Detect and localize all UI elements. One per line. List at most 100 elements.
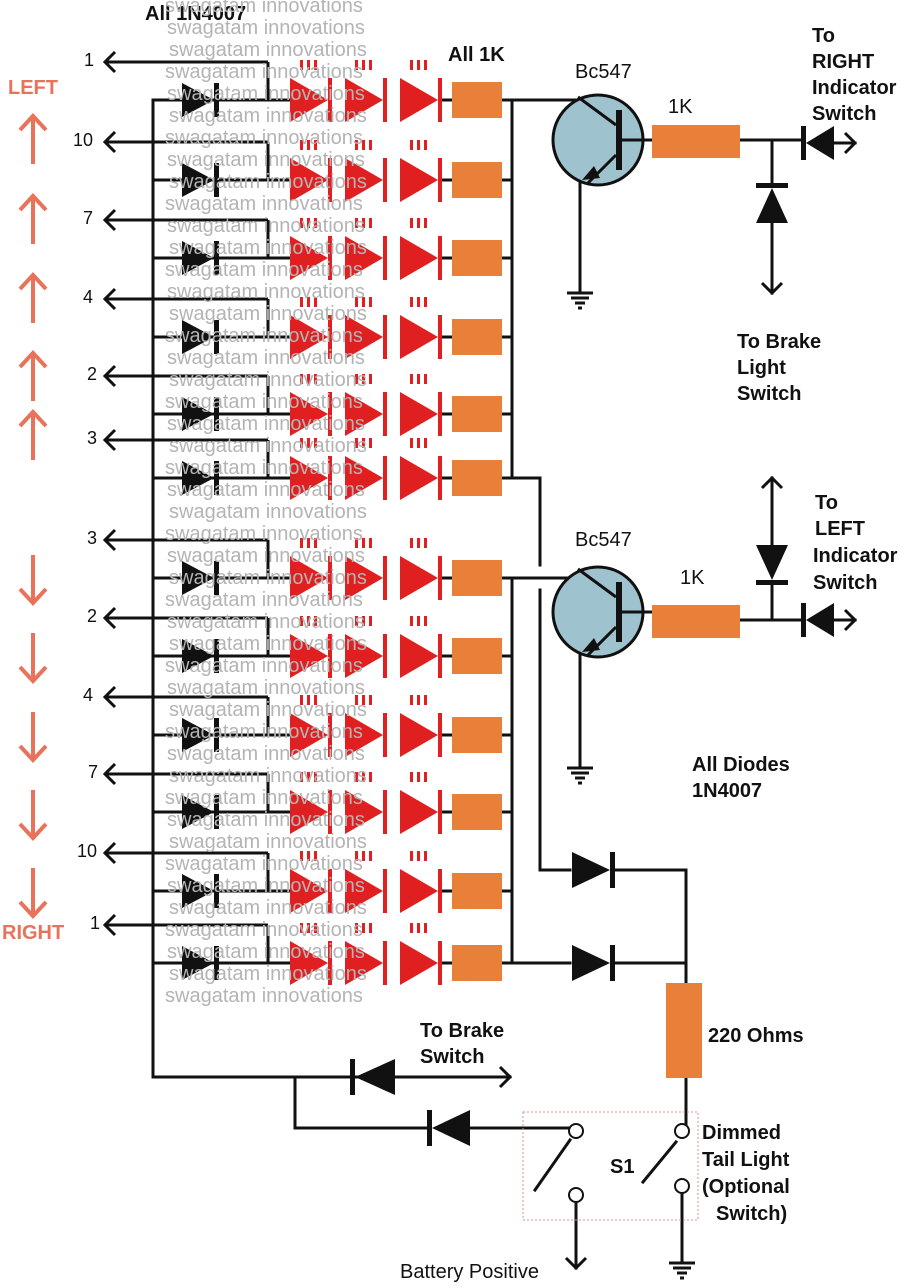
label-to-left-4: Switch — [813, 572, 878, 594]
led-2-ray-0 — [355, 695, 358, 705]
row-number-4: 4 — [83, 287, 94, 307]
led-2 — [345, 392, 383, 436]
row-output-arrow — [102, 364, 117, 388]
down-arrow-head — [18, 900, 48, 919]
led-1 — [290, 158, 328, 202]
led-2-ray-1 — [362, 616, 365, 626]
label-bc547-bottom: Bc547 — [575, 529, 632, 551]
led-3-ray-0 — [410, 438, 413, 448]
led-3-ray-1 — [417, 438, 420, 448]
led-row-4 — [102, 287, 512, 359]
row-diode — [182, 241, 214, 275]
led-2-ray-1 — [362, 438, 365, 448]
row-output-arrow — [102, 606, 117, 630]
switch-brake-contact-top — [568, 1123, 584, 1139]
led-1-ray-1 — [307, 851, 310, 861]
led-3-ray-0 — [410, 616, 413, 626]
right-indicator-arrow — [843, 131, 858, 155]
row-diode — [182, 718, 214, 752]
led-2-ray-0 — [355, 218, 358, 228]
led-3-ray-0 — [410, 297, 413, 307]
label-bc547-top: Bc547 — [575, 61, 632, 83]
switch-brake-contact-bottom — [568, 1187, 584, 1203]
led-1-ray-2 — [314, 60, 317, 70]
brake-switch-arrow — [498, 1065, 513, 1089]
led-row-5 — [102, 364, 512, 436]
transistor-top — [551, 93, 645, 187]
led-3-bar — [438, 941, 442, 985]
label-all-diodes-2: 1N4007 — [692, 780, 763, 802]
led-3-ray-2 — [424, 695, 427, 705]
led-1-ray-2 — [314, 374, 317, 384]
led-1-bar — [328, 78, 332, 122]
resistor-1k-bottom — [652, 605, 740, 638]
led-3-ray-1 — [417, 538, 420, 548]
led-1-ray-0 — [300, 60, 303, 70]
row-number-2: 10 — [73, 130, 94, 150]
led-3-ray-2 — [424, 616, 427, 626]
row-number-9: 4 — [83, 685, 94, 705]
led-3-bar — [438, 790, 442, 834]
led-3 — [400, 790, 438, 834]
led-1-ray-1 — [307, 695, 310, 705]
led-1-ray-2 — [314, 538, 317, 548]
led-3-ray-1 — [417, 218, 420, 228]
row-number-1: 1 — [84, 50, 95, 70]
label-brake-light-2: Light — [737, 357, 786, 379]
switch-s1-contact-top — [674, 1123, 690, 1139]
led-3-ray-2 — [424, 772, 427, 782]
led-row-3 — [102, 208, 512, 280]
led-1-ray-2 — [314, 140, 317, 150]
led-2 — [345, 78, 383, 122]
row-diode — [182, 795, 214, 829]
row-output-arrow — [102, 841, 117, 865]
led-1-ray-0 — [300, 538, 303, 548]
row-diode-bar — [214, 639, 219, 673]
diode-brake-switch — [355, 1059, 395, 1095]
led-2-bar — [383, 392, 387, 436]
row-resistor — [452, 873, 502, 909]
led-2-ray-0 — [355, 923, 358, 933]
led-3 — [400, 634, 438, 678]
transistor-bottom — [551, 565, 645, 659]
led-1 — [290, 941, 328, 985]
down-arrow-head — [18, 587, 48, 606]
up-arrow-head — [18, 272, 48, 291]
led-2-ray-0 — [355, 60, 358, 70]
resistor-220 — [666, 983, 702, 1078]
led-3-ray-0 — [410, 218, 413, 228]
down-arrow-2 — [18, 633, 48, 684]
led-3 — [400, 158, 438, 202]
brake-bottom-arrow — [760, 475, 784, 490]
diode-tail-lower-bar — [610, 945, 615, 981]
led-2 — [345, 634, 383, 678]
row-number-12: 1 — [90, 913, 101, 933]
led-row-9 — [102, 685, 512, 757]
switch-brake-lever — [532, 1137, 573, 1193]
led-1-ray-2 — [314, 616, 317, 626]
led-1-ray-2 — [314, 923, 317, 933]
label-dimmed-4: Switch) — [716, 1203, 788, 1225]
row-output-arrow — [102, 913, 117, 937]
led-1-ray-1 — [307, 438, 310, 448]
led-2 — [345, 158, 383, 202]
led-1-bar — [328, 456, 332, 500]
row-diode-bar — [214, 397, 219, 431]
up-arrow-4 — [18, 350, 48, 401]
led-3 — [400, 556, 438, 600]
led-2-ray-1 — [362, 374, 365, 384]
led-3-ray-1 — [417, 140, 420, 150]
row-resistor — [452, 162, 502, 198]
led-3-ray-1 — [417, 772, 420, 782]
row-resistor — [452, 794, 502, 830]
led-2-ray-0 — [355, 538, 358, 548]
row-diode — [182, 397, 214, 431]
transistor-bottom-collector — [577, 567, 617, 599]
led-3-ray-0 — [410, 923, 413, 933]
label-dimmed-2: Tail Light — [702, 1149, 790, 1171]
led-3 — [400, 941, 438, 985]
led-3-bar — [438, 158, 442, 202]
label-1k-bottom: 1K — [680, 567, 705, 589]
led-2-ray-1 — [362, 851, 365, 861]
led-2-ray-1 — [362, 218, 365, 228]
